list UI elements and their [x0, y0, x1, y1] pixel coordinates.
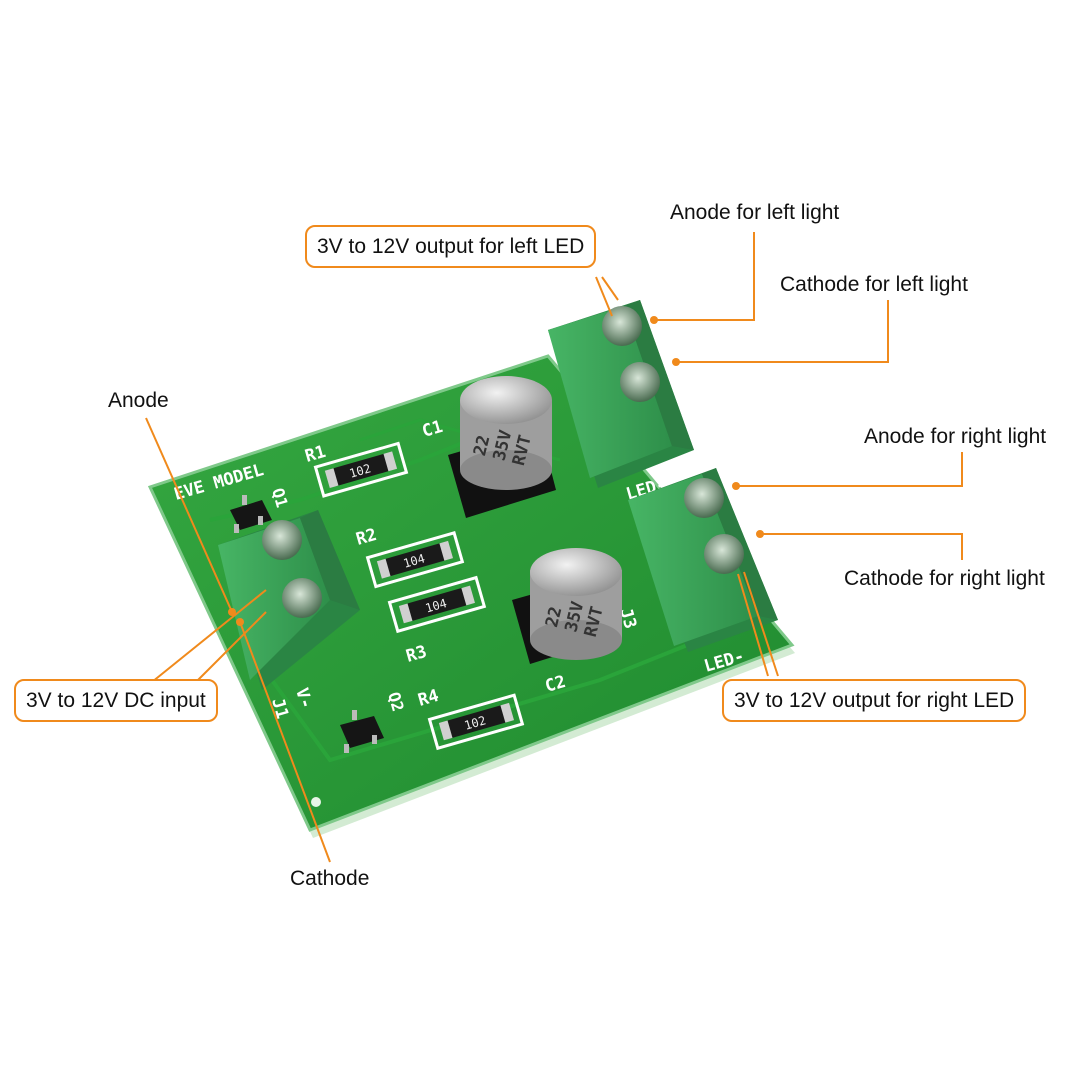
q1-label: Q1	[268, 486, 292, 510]
label-anode-left-light: Anode for left light	[670, 201, 840, 224]
resistor-r2: 104	[365, 531, 465, 589]
label-anode-input: Anode	[108, 389, 169, 412]
terminal-block-left-led	[548, 300, 694, 488]
resistor-r1: 102	[313, 441, 409, 498]
leader-dc-input	[151, 589, 267, 683]
leader-anode-input	[145, 417, 233, 613]
transistor-q1	[230, 495, 272, 533]
label-output-left-led: 3V to 12V output for left LED	[305, 225, 597, 268]
leader-cathode-input	[239, 621, 331, 863]
leader-lines	[145, 232, 963, 863]
leader-cathode-right	[760, 533, 963, 560]
capacitor-c1: 22 35V RVT	[448, 376, 556, 518]
r3-value: 104	[424, 596, 449, 615]
resistor-r3: 104	[387, 575, 487, 634]
leader-output-left-2	[601, 276, 619, 301]
leader-output-right-2	[737, 573, 769, 677]
r1-value: 102	[348, 461, 373, 480]
r2-value: 104	[402, 551, 427, 570]
cap1-line1: 22	[470, 433, 494, 458]
transistor-q2	[340, 710, 384, 753]
leader-dc-input-2	[195, 611, 267, 683]
capacitor-c2: 22 35V RVT	[512, 548, 622, 664]
resistor-r4: 102	[427, 693, 525, 751]
screw-icon	[282, 578, 322, 618]
leader-anode-left	[654, 232, 755, 321]
leader-output-right	[743, 571, 779, 677]
screw-icon	[262, 520, 302, 560]
screw-icon	[620, 362, 660, 402]
label-dc-input: 3V to 12V DC input	[14, 679, 218, 722]
label-output-right-led: 3V to 12V output for right LED	[722, 679, 1027, 722]
label-cathode-input: Cathode	[290, 867, 370, 890]
q2-label: Q2	[384, 690, 408, 714]
r4-value: 102	[463, 713, 488, 732]
label-anode-right-light: Anode for right light	[864, 425, 1047, 448]
screw-icon	[684, 478, 724, 518]
screw-icon	[602, 306, 642, 346]
leader-cathode-left	[676, 300, 889, 363]
terminal-block-right-led	[628, 468, 778, 652]
leader-output-left	[595, 276, 613, 317]
leader-anode-right	[736, 452, 963, 487]
label-cathode-left-light: Cathode for left light	[780, 273, 968, 296]
screw-icon	[704, 534, 744, 574]
cap2-line1: 22	[542, 605, 566, 630]
label-cathode-right-light: Cathode for right light	[844, 567, 1045, 590]
leader-dots	[228, 316, 764, 626]
